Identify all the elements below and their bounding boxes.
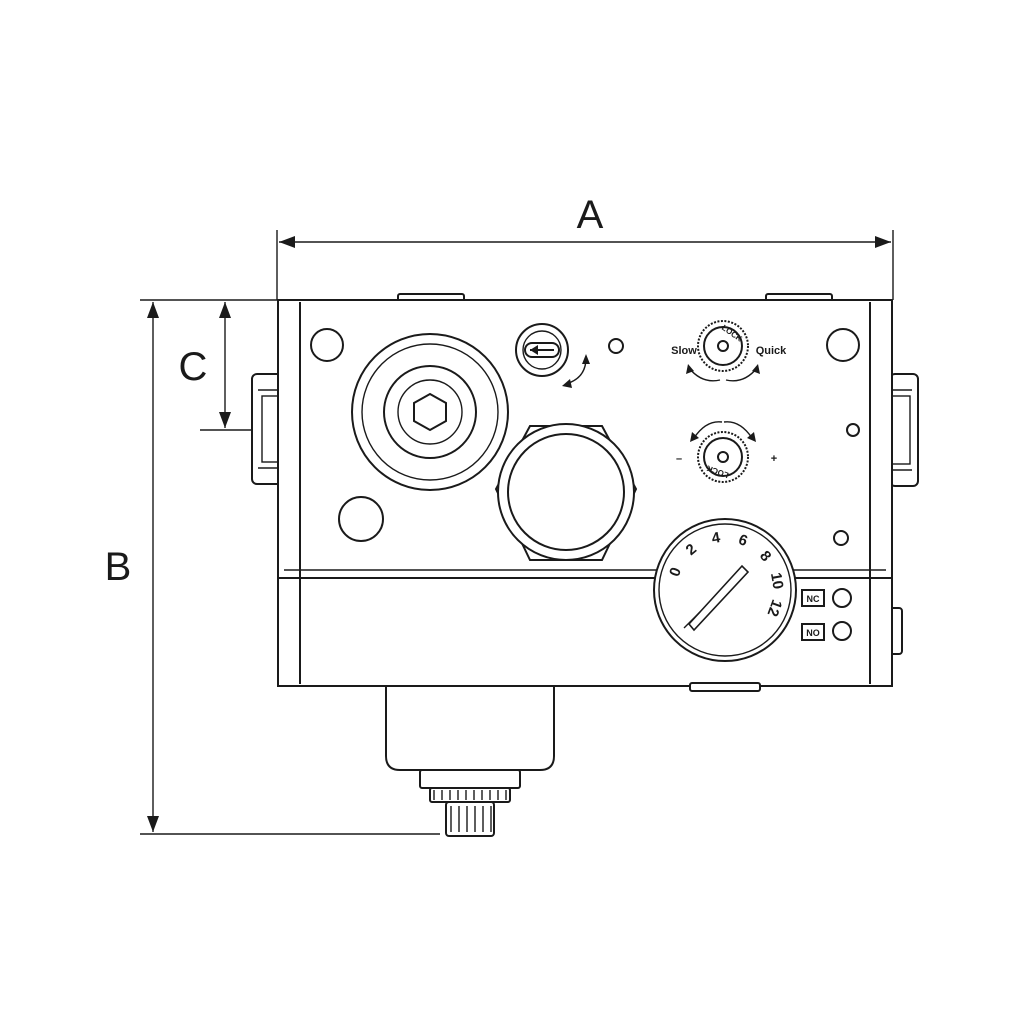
bottom-cartridge [385,683,555,837]
dimension-a-label: A [577,193,604,237]
bottom-tab [689,682,761,692]
mounting-hole-top-left [310,328,344,362]
gauge-needle [683,564,750,632]
dimension-a: A [276,193,894,300]
slot-screw [515,323,569,377]
switch-nc-label: NC [807,594,820,604]
small-hole-top [608,338,624,354]
small-hole-bottom-right [833,530,849,546]
gauge-number: 12 [764,597,786,618]
mounting-hole-top-right [826,328,860,362]
right-port [889,373,919,487]
rotate-arrow-icon [562,354,590,388]
pressure-minus-label: – [676,453,682,465]
switch-nc-terminal [832,588,852,608]
switch-no-terminal [832,621,852,641]
dimension-b: B [105,299,440,835]
speed-quick-label: Quick [756,345,787,357]
dimension-b-label: B [105,545,132,589]
mounting-hole-bottom-left [338,496,384,542]
small-hole-right [846,423,860,437]
switch-no: NO [801,621,852,641]
switch-no-label: NO [806,628,820,638]
hex-plug [351,333,509,491]
cartridge-ribs [433,790,507,832]
pressure-knob: LOCK [690,421,756,483]
speed-knob: LOCK [686,320,760,382]
left-port [251,373,283,485]
pressure-plus-label: + [771,453,777,465]
dimension-c-label: C [179,345,208,389]
gauge-number: 10 [767,571,787,590]
cap-nut [494,423,638,561]
speed-slow-label: Slow [671,345,697,357]
switch-nc: NC [801,588,852,608]
gauge-number: 4 [710,529,722,547]
dimension-c: C [179,302,260,431]
